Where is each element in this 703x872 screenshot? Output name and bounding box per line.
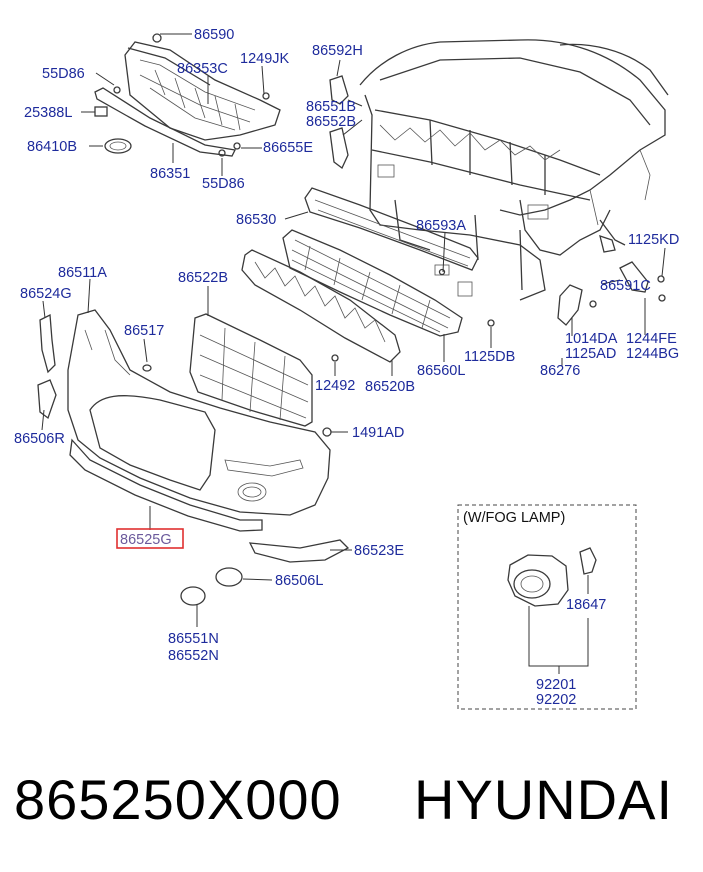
part-number: 865250X000	[14, 768, 342, 831]
callout-86590: 86590	[194, 27, 234, 43]
radiator-support-frame	[359, 39, 669, 301]
footer-caption: 865250X000 HYUNDAI	[0, 760, 703, 840]
fog-lamp-bulb	[579, 547, 597, 575]
callout-86593A: 86593A	[416, 218, 466, 234]
grille-moulding-strip	[94, 87, 236, 157]
fasteners	[322, 268, 666, 437]
side-bracket-right	[557, 235, 649, 326]
callout-labels: 86590 55D86 86353C 1249JK 86592H 25388L …	[14, 27, 679, 664]
callout-92201: 92201	[536, 677, 576, 693]
fog-lamp-inset: (W/FOG LAMP) 18647 92201 92202	[457, 504, 637, 710]
callout-1125AD: 1125AD	[565, 346, 616, 362]
callout-86351: 86351	[150, 166, 190, 182]
callout-1244FE: 1244FE	[626, 331, 677, 347]
callout-1125DB: 1125DB	[464, 349, 515, 365]
grille-fasteners	[94, 33, 270, 157]
side-trim-pieces	[37, 313, 350, 606]
callout-86506L: 86506L	[275, 573, 323, 589]
leader-lines	[41, 33, 666, 627]
callout-86410B: 86410B	[27, 139, 77, 155]
callout-1491AD: 1491AD	[352, 425, 404, 441]
callout-86353C: 86353C	[177, 61, 228, 77]
callout-86276: 86276	[540, 363, 580, 379]
radiator-grille	[124, 41, 281, 141]
upper-bracket	[329, 75, 349, 170]
callout-86523E: 86523E	[354, 543, 404, 559]
callout-86551N: 86551N	[168, 631, 219, 647]
callout-86520B: 86520B	[365, 379, 415, 395]
callout-86552B: 86552B	[306, 114, 356, 130]
callout-86655E: 86655E	[263, 140, 313, 156]
callout-55D86-top: 55D86	[42, 66, 85, 82]
callout-55D86-bottom: 55D86	[202, 176, 245, 192]
callout-25388L: 25388L	[24, 105, 72, 121]
callout-86560L: 86560L	[417, 363, 465, 379]
callout-86506R: 86506R	[14, 431, 65, 447]
callout-1244BG: 1244BG	[626, 346, 679, 362]
callout-86592H: 86592H	[312, 43, 363, 59]
callout-86530: 86530	[236, 212, 276, 228]
callout-12492: 12492	[315, 378, 355, 394]
callout-86522B: 86522B	[178, 270, 228, 286]
brand-name: HYUNDAI	[414, 768, 674, 831]
callout-86525G[interactable]: 86525G	[120, 532, 172, 548]
callout-86552N: 86552N	[168, 648, 219, 664]
callout-86511A: 86511A	[58, 265, 107, 281]
callout-1249JK: 1249JK	[240, 51, 290, 67]
front-bumper-cover	[67, 309, 331, 516]
callout-18647: 18647	[566, 597, 606, 613]
bumper-beam	[304, 187, 479, 297]
callout-86591C: 86591C	[600, 278, 651, 294]
callout-86524G: 86524G	[20, 286, 72, 302]
energy-absorber	[241, 249, 401, 363]
fog-lamp-unit	[507, 554, 569, 607]
callout-86551B: 86551B	[306, 99, 356, 115]
callout-1014DA: 1014DA	[565, 331, 618, 347]
front-emblem	[104, 138, 132, 154]
highlight-box	[116, 528, 184, 549]
fog-lamp-title: (W/FOG LAMP)	[463, 510, 565, 526]
callout-1125KD: 1125KD	[628, 232, 679, 248]
callout-86517: 86517	[124, 323, 164, 339]
callout-92202: 92202	[536, 692, 576, 708]
lower-grille-insert	[282, 229, 463, 337]
parts-exploded-diagram: 86590 55D86 86353C 1249JK 86592H 25388L …	[14, 27, 679, 710]
front-lower-grille	[189, 313, 313, 427]
lower-lip-spoiler	[69, 438, 263, 532]
